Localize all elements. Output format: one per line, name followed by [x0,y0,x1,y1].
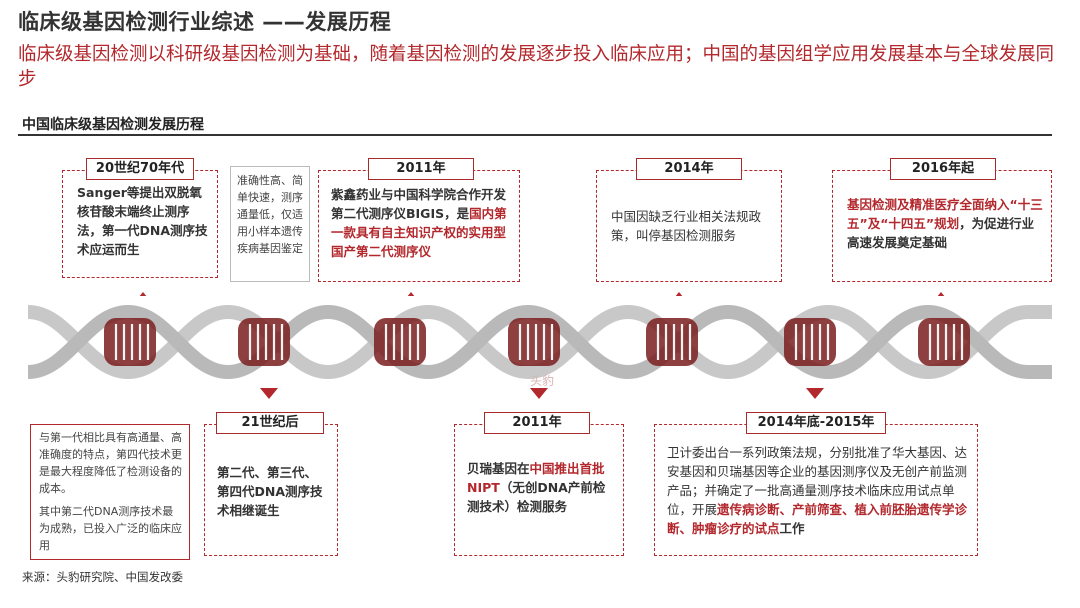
section-title: 中国临床级基因检测发展历程 [22,117,204,133]
event-label-2011-bottom: 2011年 [484,412,590,434]
event-box-1970s: Sanger等提出双脱氧核苷酸末端终止测序法，第一代DNA测序技术应运而生 [62,170,218,278]
event-text-2014-2015-a: 卫计委出台一系列政策法规，分别批准了华大基因、达安基因和贝瑞基因等企业的基因测序… [667,445,968,517]
event-text-2014: 中国因缺乏行业相关法规政策，叫停基因检测服务 [611,209,762,243]
event-text-2011-bottom-a: 贝瑞基因在 [467,461,530,476]
page-title: 临床级基因检测行业综述 ——发展历程 [18,10,392,34]
event-box-2014: 中国因缺乏行业相关法规政策，叫停基因检测服务 [596,170,782,282]
event-text-2011-bottom-b: （无创DNA产前检测技术）检测服务 [467,480,606,514]
event-text-2011-top: 紫鑫药业与中国科学院合作开发第二代测序仪BIGIS，是国内第一款具有自主知识产权… [319,171,519,261]
watermark: 头豹 [530,374,555,388]
event-box-2014-2015: 卫计委出台一系列政策法规，分别批准了华大基因、达安基因和贝瑞基因等企业的基因测序… [654,424,978,556]
dna-helix-illustration [28,296,1052,388]
event-box-2016: 基因检测及精准医疗全面纳入“十三五”及“十四五”规划，为促进行业高速发展奠定基础 [832,170,1052,282]
page-subtitle: 临床级基因检测以科研级基因检测为基础，随着基因检测的发展逐步投入临床应用；中国的… [18,44,1055,90]
event-text-2016-b: ，为促进行业高速发展奠定基础 [847,216,1035,250]
arrow-down-icon [806,388,824,399]
note-later-gen-text-a: 与第一代相比具有高通量、高准确度的特点，第四代技术更是最大程度降低了检测设备的成… [39,431,182,495]
note-first-gen-text: 准确性高、简单快速，测序通量低，仅适用小样本遗传疾病基因鉴定 [237,174,303,255]
event-label-2014-2015: 2014年底-2015年 [746,412,886,434]
event-text-1970s: Sanger等提出双脱氧核苷酸末端终止测序法，第一代DNA测序技术应运而生 [77,185,208,257]
event-text-2014-2015-red: 遗传病诊断、产前筛查、植入前胚胎遗传学诊断、肿瘤诊疗的试点 [667,502,968,536]
arrow-down-icon [530,388,548,399]
event-label-2011-top: 2011年 [368,158,474,180]
event-text-2014-2015: 卫计委出台一系列政策法规，分别批准了华大基因、达安基因和贝瑞基因等企业的基因测序… [655,425,977,538]
event-text-2011-bottom-red: 中国推出首批NIPT [467,461,605,495]
event-label-2014: 2014年 [636,158,742,180]
arrow-down-icon [260,388,278,399]
event-text-2011-top-red: 国内第一款具有自主知识产权的实用型国产第二代测序仪 [331,206,507,259]
note-later-gen-text-b: 其中第二代DNA测序技术最为成熟，已投入广泛的临床应用 [39,505,182,552]
event-box-21st-century: 第二代、第三代、第四代DNA测序技术相继诞生 [204,424,338,556]
event-text-21st-century: 第二代、第三代、第四代DNA测序技术相继诞生 [217,465,323,518]
event-label-1970s: 20世纪70年代 [86,158,194,180]
note-later-gen: 与第一代相比具有高通量、高准确度的特点，第四代技术更是最大程度降低了检测设备的成… [30,424,190,560]
event-text-2011-top-a: 紫鑫药业与中国科学院合作开发第二代测序仪BIGIS，是 [331,187,507,221]
event-text-2016: 基因检测及精准医疗全面纳入“十三五”及“十四五”规划，为促进行业高速发展奠定基础 [833,171,1051,252]
event-text-2016-red: 基因检测及精准医疗全面纳入“十三五”及“十四五”规划 [847,197,1043,231]
event-label-21st-century: 21世纪后 [216,412,324,434]
source-note: 来源：头豹研究院、中国发改委 [22,570,183,584]
event-box-2011-bottom: 贝瑞基因在中国推出首批NIPT（无创DNA产前检测技术）检测服务 [454,424,624,556]
event-text-2014-2015-b: 工作 [779,521,805,536]
event-label-2016: 2016年起 [890,158,996,180]
note-first-gen: 准确性高、简单快速，测序通量低，仅适用小样本遗传疾病基因鉴定 [230,166,310,282]
section-divider [18,134,1052,136]
event-text-2011-bottom: 贝瑞基因在中国推出首批NIPT（无创DNA产前检测技术）检测服务 [455,425,623,516]
event-box-2011-top: 紫鑫药业与中国科学院合作开发第二代测序仪BIGIS，是国内第一款具有自主知识产权… [318,170,520,282]
